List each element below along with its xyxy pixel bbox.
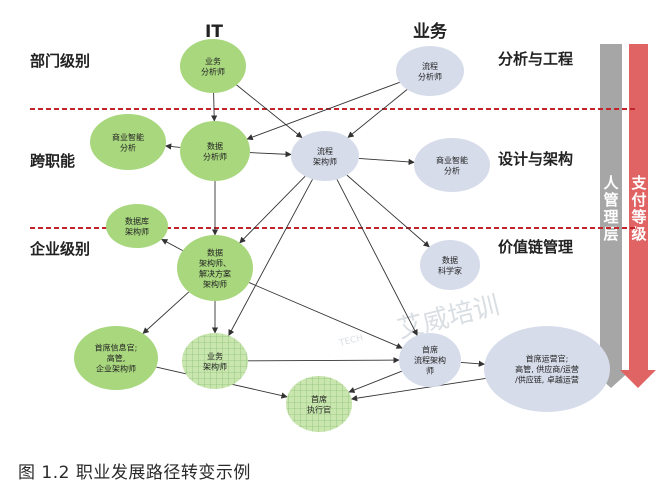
pay-grade-arrow-label: 支付等级 <box>630 174 647 243</box>
connector-process-architect-to-data-scientist <box>346 174 430 248</box>
node-shape <box>484 326 610 412</box>
watermark-text: 艾威培训 <box>394 291 502 345</box>
node-label-line: 数据 <box>207 247 223 257</box>
node-label-line: 分析 <box>444 165 460 175</box>
node-shape <box>180 121 250 181</box>
connector-process-architect-to-chief-process-architect <box>336 179 418 336</box>
node-label-line: 数据 <box>207 141 223 151</box>
figure-caption: 图 1.2 职业发展路径转变示例 <box>18 463 251 483</box>
node-label-line: 分析师 <box>418 71 442 81</box>
node-label-line: 分析 <box>120 142 136 152</box>
node-shape <box>286 376 352 432</box>
connector-process-architect-to-data-solution-architect <box>239 175 306 244</box>
node-label-line: 架构师 <box>125 226 149 236</box>
connector-process-analyst-to-process-architect <box>347 89 408 138</box>
node-label-line: 流程 <box>317 146 333 156</box>
connector-chief-process-architect-to-ceo <box>348 370 402 393</box>
node-label-line: 高管, 供应商/运营 <box>515 364 579 374</box>
node-shape <box>396 46 464 96</box>
node-label-line: 业务 <box>205 56 221 66</box>
connector-process-analyst-to-data-analyst <box>246 81 400 141</box>
node-shape <box>399 333 461 387</box>
node-label-line: 数据库 <box>125 216 149 226</box>
connector-data-analyst-to-bi-analyst-left <box>164 143 181 150</box>
header-business: 业务 <box>413 21 448 42</box>
node-label-line: 流程架构 <box>414 355 446 365</box>
node-label-line: 分析师 <box>201 66 225 76</box>
node-cio: 首席信息官;高管,企业架构师 <box>74 326 158 390</box>
node-label-line: 架构师 <box>313 156 337 166</box>
management-arrow: 人管理层 <box>591 44 631 388</box>
node-shape <box>182 333 248 389</box>
node-shape <box>74 326 158 390</box>
node-shape <box>414 138 490 192</box>
node-label-line: 解决方案 <box>199 268 231 278</box>
node-label-line: 首席信息官; <box>95 343 138 353</box>
connector-it-business-analyst-to-process-architect <box>236 84 303 138</box>
node-label-line: 首席运营官; <box>526 354 569 364</box>
management-arrow-label: 人管理层 <box>603 174 619 243</box>
watermark-small-text: TECH <box>337 333 364 349</box>
header-it: IT <box>205 22 223 42</box>
level-enterprise: 企业级别 <box>29 240 90 258</box>
node-shape <box>420 240 480 290</box>
node-label-line: 架构师 <box>203 361 227 371</box>
connector-data-solution-architect-to-chief-process-architect <box>248 282 403 349</box>
node-shape <box>90 114 166 170</box>
node-label-line: 商业智能 <box>436 155 468 165</box>
node-label-line: 流程 <box>422 61 438 71</box>
level-cross: 跨职能 <box>30 152 75 170</box>
connector-data-analyst-to-process-architect <box>249 151 292 158</box>
node-label-line: 数据 <box>442 255 458 265</box>
node-shape <box>180 39 246 93</box>
right-label-value-chain: 价值链管理 <box>498 238 573 256</box>
node-label-line: 业务 <box>207 351 223 361</box>
node-label-line: 商业智能 <box>112 132 144 142</box>
pay-grade-arrow: 支付等级 <box>620 44 656 388</box>
right-label-analysis: 分析与工程 <box>498 50 573 68</box>
connector-business-architect-to-chief-process-architect <box>247 356 400 364</box>
node-label-line: 架构师 <box>203 279 227 289</box>
connector-it-business-analyst-to-data-analyst <box>211 92 218 122</box>
right-label-design: 设计与架构 <box>498 150 573 168</box>
node-label-line: 师 <box>426 366 434 376</box>
node-label-line: 高管, <box>107 353 126 363</box>
connector-coo-to-ceo <box>350 377 486 402</box>
connector-process-architect-to-business-architect <box>228 179 313 337</box>
nodes: 业务分析师流程分析师商业智能分析数据分析师流程架构师商业智能分析数据库架构师数据… <box>74 39 610 432</box>
node-label-line: 分析师 <box>203 151 227 161</box>
connector-process-architect-to-bi-analyst-right <box>358 157 415 166</box>
node-label-line: 架构师、 <box>199 258 231 268</box>
node-label-line: 首席 <box>422 345 438 355</box>
connector-chief-process-architect-to-coo <box>460 360 486 367</box>
node-label-line: 执行官 <box>307 404 331 414</box>
node-coo: 首席运营官;高管, 供应商/运营/供应链, 卓越运营 <box>484 326 610 412</box>
level-dept: 部门级别 <box>30 52 90 70</box>
node-shape <box>291 131 359 181</box>
node-label-line: 企业架构师 <box>96 364 136 374</box>
connector-data-solution-architect-to-cio <box>142 291 190 334</box>
connector-data-solution-architect-to-database-architect <box>161 238 183 251</box>
connectors <box>142 81 486 402</box>
node-shape <box>106 204 168 248</box>
node-shape <box>177 235 253 301</box>
node-label-line: /供应链, 卓越运营 <box>515 375 579 385</box>
node-label-line: 科学家 <box>438 265 462 275</box>
node-label-line: 首席 <box>311 394 327 404</box>
